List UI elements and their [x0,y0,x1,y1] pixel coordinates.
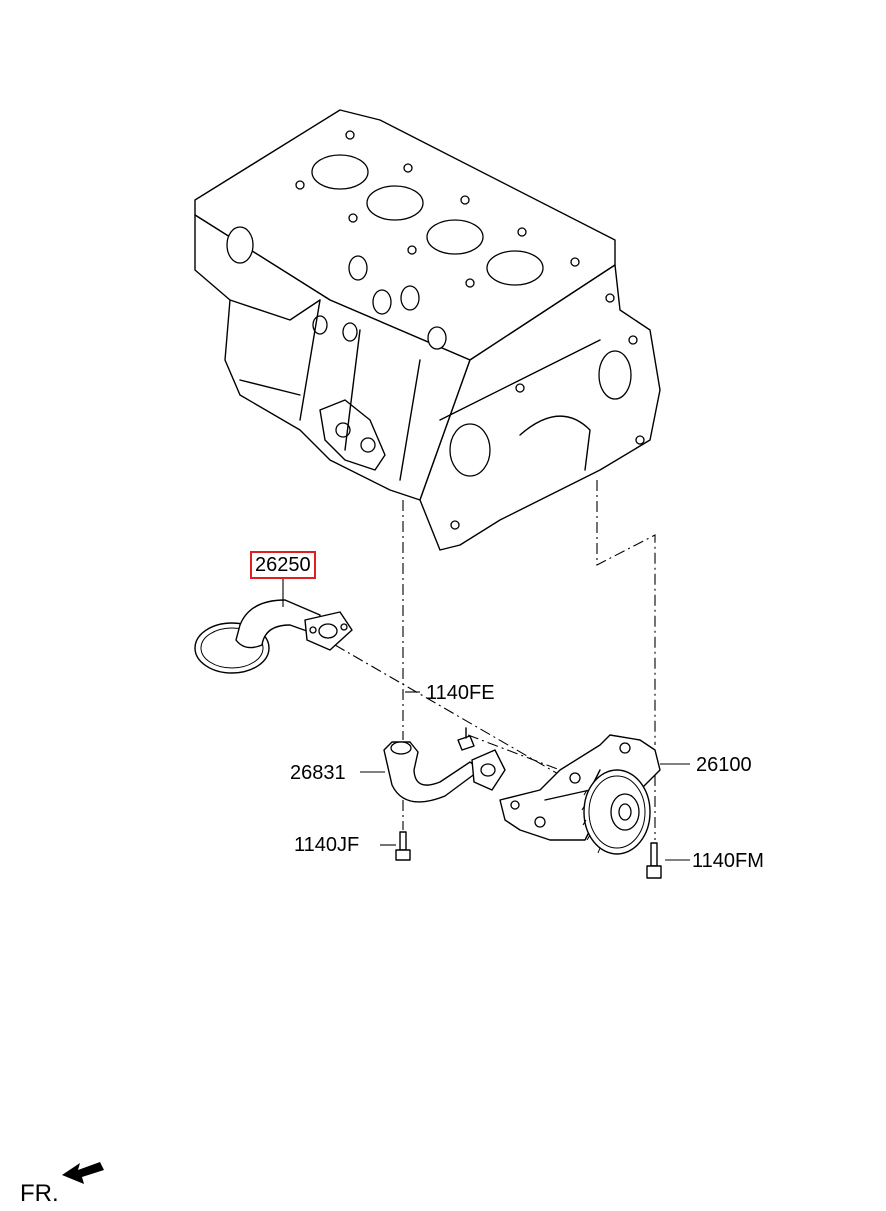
bolt-1140FM [646,842,662,879]
part-label-26250[interactable]: 26250 [250,551,316,579]
part-label-1140JF[interactable]: 1140JF [294,834,360,856]
assembly-centerlines [334,480,656,840]
oil-pipe-part-26831 [383,741,506,803]
engine-block [194,109,661,551]
front-direction-arrow-icon [62,1162,104,1184]
label-leaders [282,577,690,861]
part-label-1140FM[interactable]: 1140FM [692,850,764,872]
part-label-26831[interactable]: 26831 [290,762,346,784]
oil-pump-part-26100 [499,734,661,855]
bolt-1140FE [457,727,475,751]
part-label-26100[interactable]: 26100 [696,754,752,776]
part-label-1140FE[interactable]: 1140FE [426,682,495,704]
front-direction-label: FR. [20,1180,59,1207]
oil-strainer-part-26250 [194,599,353,674]
bolt-1140JF [395,831,411,861]
